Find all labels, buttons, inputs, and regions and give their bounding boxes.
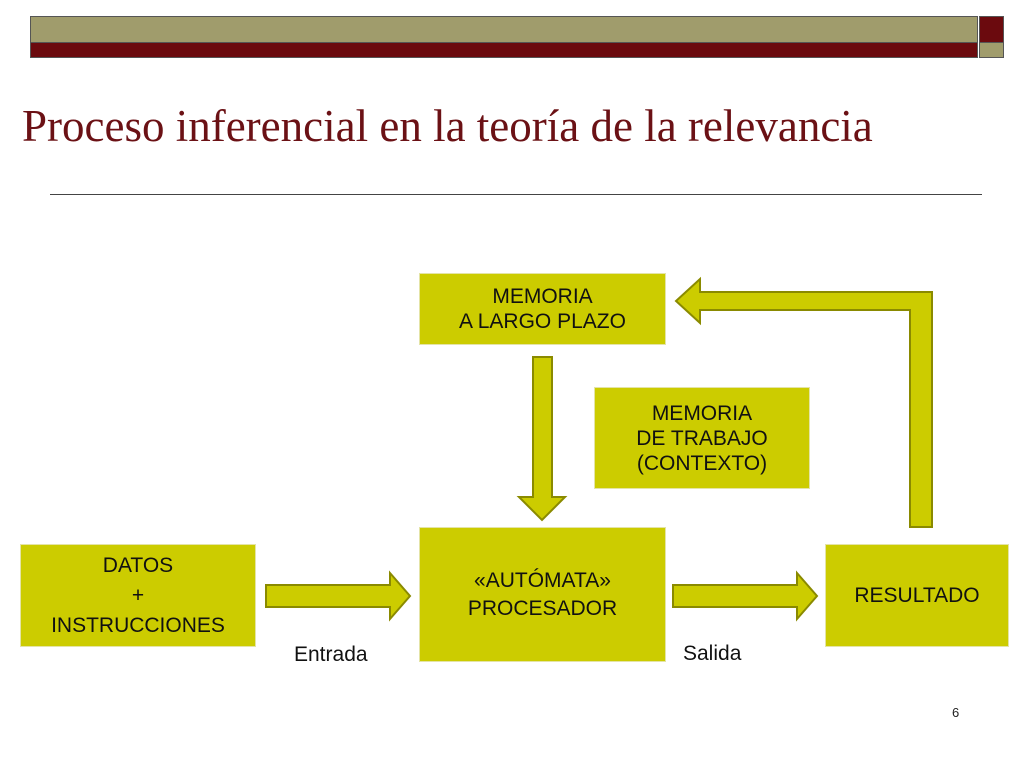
arrow-salida [672,570,819,622]
node-datos-instrucciones: DATOS + INSTRUCCIONES [20,544,256,647]
node-resultado: RESULTADO [825,544,1009,647]
node-automata-line2: PROCESADOR [467,596,618,620]
node-memoria-trabajo-line2: DE TRABAJO [636,426,768,450]
node-memoria-trabajo-line1: MEMORIA [651,401,753,425]
node-resultado-line1: RESULTADO [854,584,980,607]
header-bar-maroon [30,42,978,58]
node-memoria-trabajo-line3: (CONTEXTO) [636,451,768,475]
edge-label-salida: Salida [683,642,742,665]
node-datos-line1: DATOS [102,553,174,577]
node-automata-procesador: «AUTÓMATA» PROCESADOR [419,527,666,662]
node-memoria-trabajo: MEMORIA DE TRABAJO (CONTEXTO) [594,387,810,489]
arrow-memoria-to-automata [516,356,568,522]
arrow-feedback [674,276,933,528]
node-memoria-largo-plazo-line2: A LARGO PLAZO [459,310,626,333]
node-memoria-largo-plazo-line1: MEMORIA [492,285,593,308]
title-divider [50,194,982,195]
page-number: 6 [952,705,960,720]
edge-label-entrada: Entrada [294,643,368,666]
node-datos-line2: + [131,583,145,607]
arrow-entrada [265,570,412,622]
node-automata-line1: «AUTÓMATA» [474,568,611,592]
slide-title: Proceso inferencial en la teoría de la r… [22,101,873,151]
header-corner-olive [979,42,1004,58]
node-memoria-largo-plazo: MEMORIA A LARGO PLAZO [419,273,666,345]
node-datos-line3: INSTRUCCIONES [51,613,225,637]
